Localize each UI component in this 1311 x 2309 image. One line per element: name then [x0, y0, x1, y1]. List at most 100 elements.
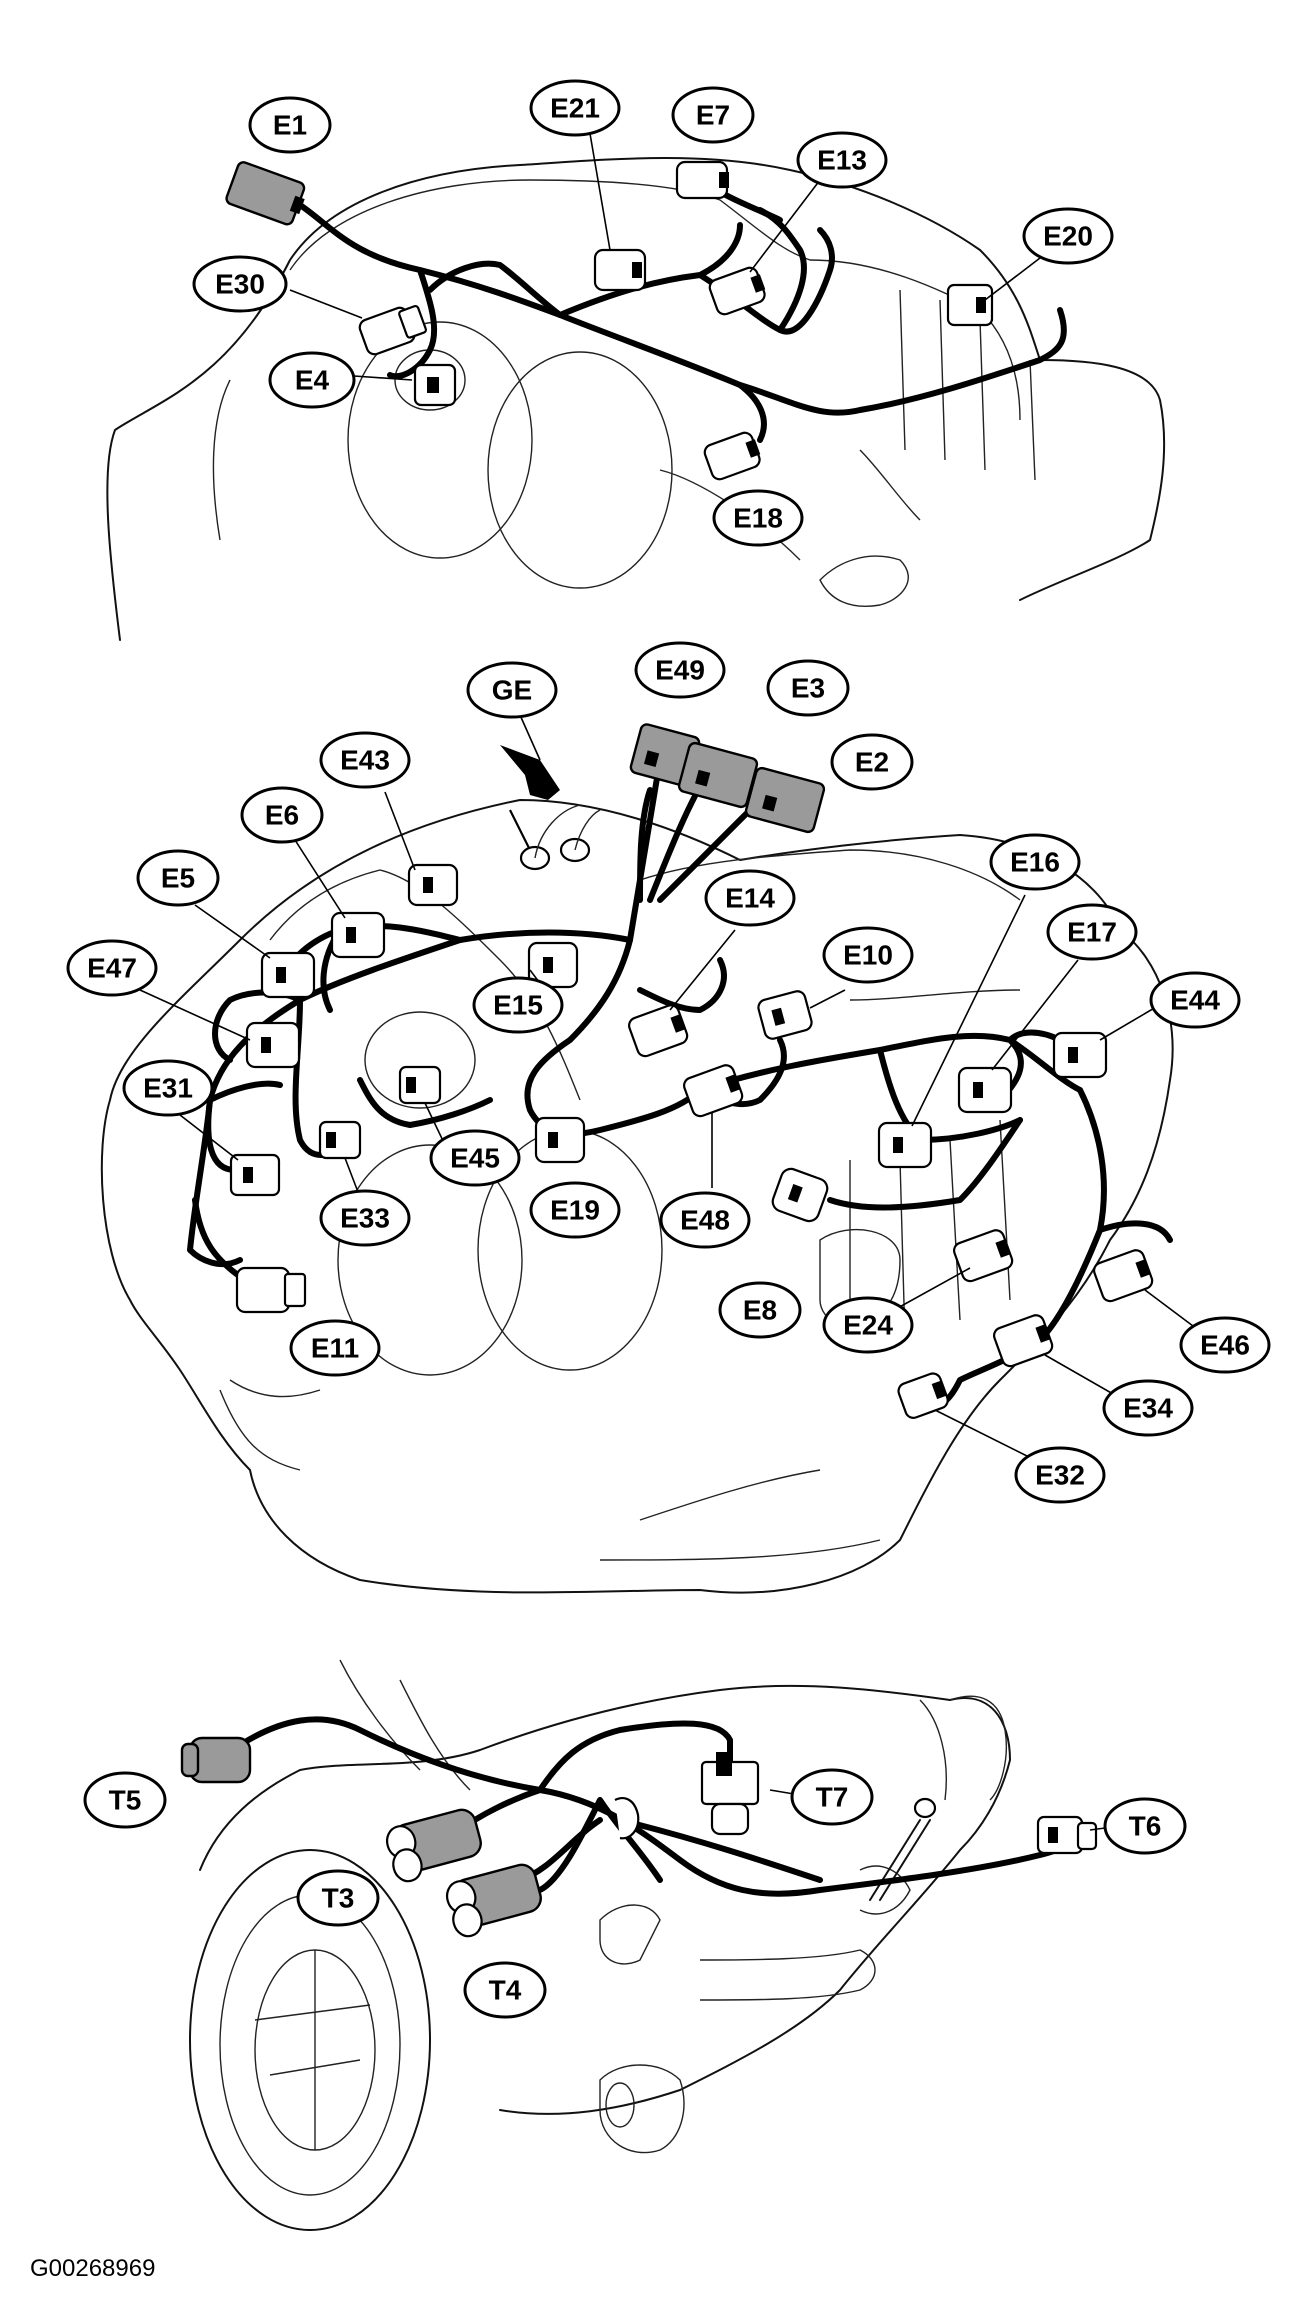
torque-converter-spokes	[254, 1950, 371, 2150]
connector-e1	[225, 161, 306, 226]
leader-e31	[179, 1114, 239, 1161]
top-harness-branch-3	[757, 207, 835, 335]
transmission-view: T5 T7 T6 T3 T4	[83, 1659, 1187, 2231]
connector-e11	[235, 1266, 307, 1314]
label-e2: E2	[830, 733, 914, 791]
trans-harness-branch-1	[537, 1720, 733, 1793]
transmission-output	[599, 2064, 685, 2154]
dipstick-cap	[913, 1797, 937, 1819]
connector-e31	[229, 1153, 281, 1197]
label-e16: E16	[989, 833, 1081, 891]
leader-e16	[911, 894, 1026, 1127]
arrow-ge	[500, 745, 560, 800]
leader-e30	[289, 289, 363, 319]
main-engine-head-right	[639, 849, 1021, 1001]
connector-e3	[677, 741, 759, 809]
label-e1: E1	[248, 96, 332, 154]
main-harness-left-6	[357, 1077, 493, 1128]
label-e11-text: E11	[311, 1333, 359, 1364]
connector-e46	[1093, 1249, 1154, 1303]
label-t7-text: T7	[816, 1782, 849, 1813]
label-t4: T4	[463, 1961, 547, 2019]
label-e24: E24	[822, 1296, 914, 1354]
label-e10-text: E10	[843, 940, 893, 971]
transmission-bracket	[599, 1904, 876, 2001]
connector-e14	[628, 1004, 689, 1058]
connector-e13	[708, 266, 766, 316]
leader-e32	[934, 1409, 1036, 1461]
main-engine-block-lower	[219, 1379, 881, 1561]
connector-e7	[675, 160, 729, 200]
leader-e17	[991, 959, 1079, 1071]
connector-e17	[957, 1066, 1013, 1114]
label-e19-text: E19	[550, 1195, 600, 1226]
main-harness-left	[187, 929, 633, 1268]
label-ge: GE	[466, 661, 558, 719]
label-e20: E20	[1022, 207, 1114, 265]
leader-e43	[384, 791, 416, 871]
label-e48: E48	[659, 1191, 751, 1249]
figure-code: G00268969	[30, 2255, 156, 2282]
leader-e34	[1044, 1354, 1121, 1399]
label-e19: E19	[529, 1181, 621, 1239]
label-t5: T5	[83, 1771, 167, 1829]
label-e21: E21	[529, 79, 621, 137]
connector-e6	[330, 911, 386, 959]
label-e13-text: E13	[817, 145, 867, 176]
main-harness-left-4	[205, 1080, 283, 1173]
dipstick	[869, 1819, 931, 1901]
label-e46: E46	[1179, 1316, 1271, 1374]
label-ge-text: GE	[492, 675, 532, 706]
label-e7-text: E7	[696, 100, 730, 131]
main-harness-right-5	[1037, 1087, 1173, 1343]
label-e47-text: E47	[87, 953, 137, 984]
label-e5: E5	[136, 849, 220, 907]
top-engine-lower	[212, 379, 921, 607]
label-e16-text: E16	[1010, 847, 1060, 878]
connector-e21	[593, 248, 647, 292]
connector-e32	[897, 1372, 949, 1419]
label-e5-text: E5	[161, 863, 195, 894]
connector-e33	[318, 1120, 362, 1160]
connector-e47	[245, 1021, 301, 1069]
top-engine-outline	[106, 157, 1166, 641]
label-e49-text: E49	[655, 655, 705, 686]
leader-e47	[139, 989, 251, 1041]
label-e18-text: E18	[733, 503, 783, 534]
label-t6-text: T6	[1129, 1811, 1162, 1842]
connector-e10	[757, 990, 813, 1040]
connector-e48	[683, 1064, 744, 1118]
label-e3-text: E3	[791, 673, 825, 704]
connector-e34	[993, 1314, 1054, 1368]
label-t7: T7	[790, 1768, 874, 1826]
main-engine-view: GE E49 E3 E2 E43 E6 E16 E5 E14 E10 E17 E…	[66, 641, 1271, 1594]
label-e21-text: E21	[550, 93, 600, 124]
output-shaft	[605, 2082, 635, 2128]
connector-t3	[385, 1808, 482, 1883]
leader-e10	[809, 989, 846, 1009]
main-harness-right-6	[827, 1117, 1023, 1211]
label-e10: E10	[822, 926, 914, 984]
label-e34: E34	[1102, 1379, 1194, 1437]
label-e45: E45	[429, 1129, 521, 1187]
main-engine-head-left	[269, 869, 581, 1101]
leader-e33	[344, 1157, 359, 1193]
label-e11: E11	[289, 1319, 381, 1377]
label-e14-text: E14	[725, 883, 775, 914]
top-cylinder-1	[347, 321, 533, 559]
trans-harness-branch-2	[537, 1797, 663, 1893]
trans-harness-branch-3	[617, 1817, 823, 1883]
leader-e45	[424, 1102, 446, 1146]
connector-t5	[180, 1736, 252, 1784]
label-e47: E47	[66, 939, 158, 997]
label-e32-text: E32	[1035, 1460, 1085, 1491]
label-e8-text: E8	[743, 1295, 777, 1326]
connector-e18	[703, 431, 761, 481]
leader-e14	[669, 929, 736, 1011]
leader-e20	[984, 257, 1041, 301]
leader-e21	[587, 121, 611, 251]
top-engine-ribs	[899, 289, 1036, 481]
main-harness-left-7	[192, 1197, 248, 1283]
transmission-outline	[199, 1684, 1011, 2115]
